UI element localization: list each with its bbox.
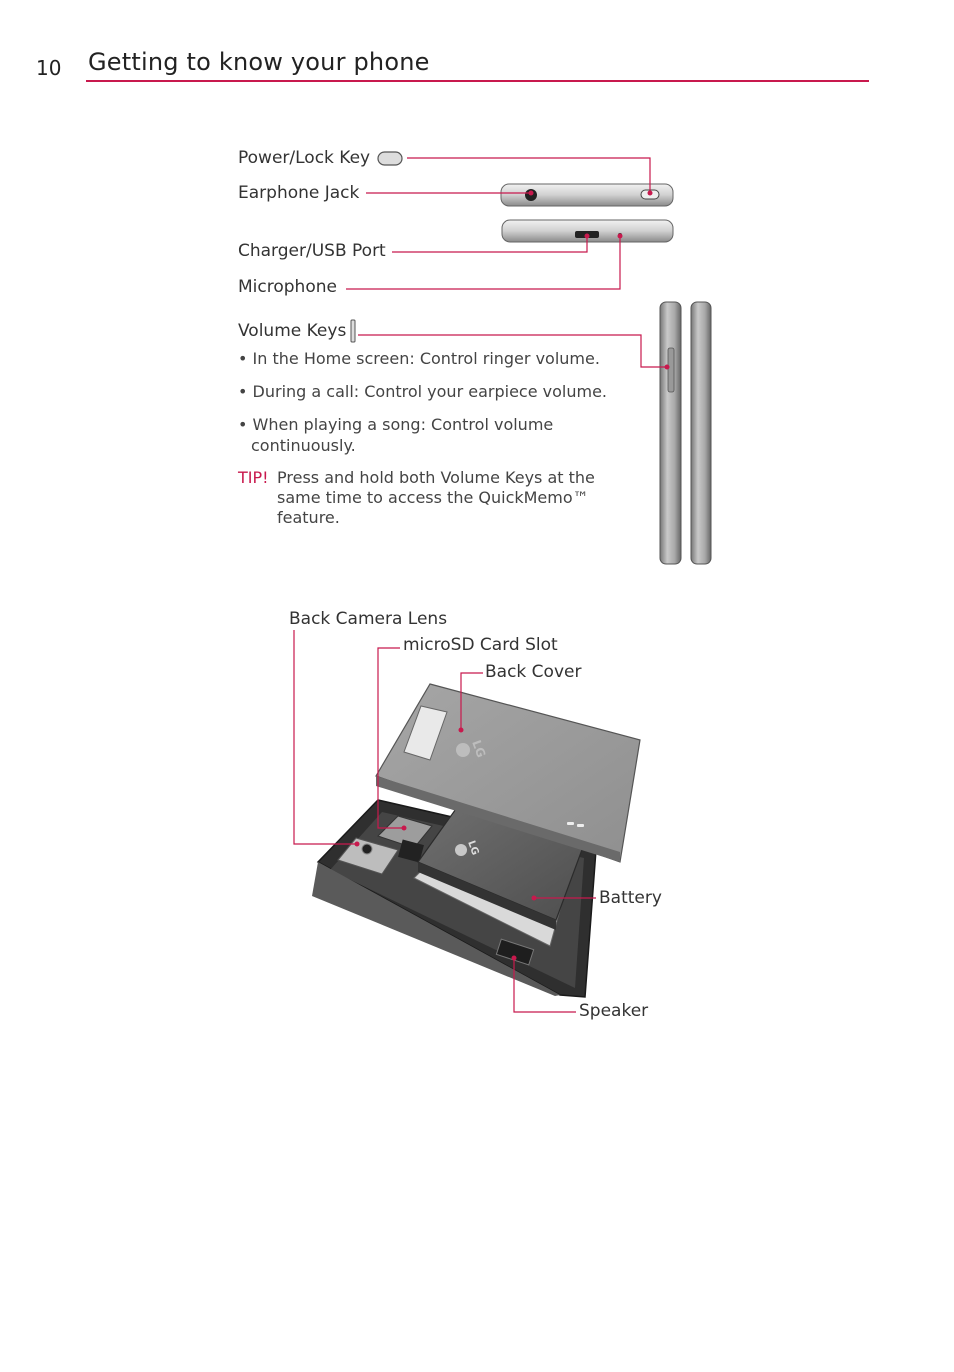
phone-top-edge (501, 184, 673, 206)
callout-dots-top (529, 191, 670, 370)
phone-side-view-left (660, 302, 681, 564)
volume-key-icon (351, 320, 355, 342)
power-key-icon (378, 152, 402, 165)
phone-side-view-right (691, 302, 711, 564)
